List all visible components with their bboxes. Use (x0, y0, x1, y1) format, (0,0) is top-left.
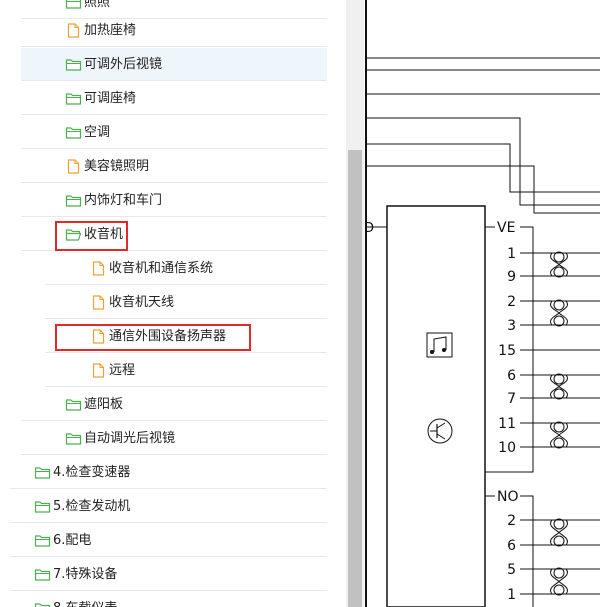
tree-item-label: 内饰灯和车门 (84, 192, 163, 208)
folder-icon (65, 431, 82, 446)
folder-icon (34, 567, 51, 582)
pin-label: 1 (507, 587, 516, 603)
tree-item-adjustable-mirror[interactable]: 可调外后视镜 (21, 48, 327, 81)
tree-item-label: 收音机天线 (109, 294, 175, 310)
tree-item-auto-dim-mirror[interactable]: 自动调光后视镜 (21, 422, 327, 455)
twist-loop (553, 437, 565, 449)
tree-item-power-dist[interactable]: 6.配电 (10, 524, 327, 557)
pin-label: 1 (507, 246, 516, 262)
tree-panel: 照照加热座椅可调外后视镜可调座椅空调美容镜照明内饰灯和车门收音机收音机和通信系统… (10, 0, 327, 607)
twisted-pair-icon (550, 300, 568, 326)
tree-item-check-engine[interactable]: 5.检查发动机 (10, 490, 327, 523)
tree-item-label: 8.车载仪表 (53, 601, 117, 607)
twist-loop (553, 266, 565, 278)
pin-label: 5 (507, 562, 516, 578)
twisted-pair-icon (550, 519, 568, 546)
transistor-icon (427, 418, 453, 444)
document-icon (90, 294, 107, 310)
twisted-pair-icon (550, 422, 568, 448)
connector-label-bottom: NO (497, 489, 519, 505)
tree-item-label: 可调外后视镜 (84, 56, 163, 72)
folder-icon (65, 57, 82, 72)
folder-icon (65, 0, 82, 10)
pin-label: 6 (507, 368, 516, 384)
pin-label: 2 (507, 513, 516, 529)
tree-item-label: 收音机 (84, 226, 124, 242)
tree-item-label: 美容镜照明 (84, 158, 150, 174)
tree-item-vanity-light[interactable]: 美容镜照明 (21, 150, 327, 183)
tree-item-label: 照照 (84, 0, 111, 10)
twisted-pair-icon (550, 374, 568, 399)
pin-label: 11 (498, 416, 516, 432)
document-icon (90, 328, 107, 344)
twist-loop (553, 315, 565, 327)
folder-icon (34, 465, 51, 480)
wiring-diagram-svg: VE NO D 1 9 2 3 15 6 7 11 10 2 6 5 1 (364, 0, 600, 607)
tree-scrollbar[interactable] (346, 0, 364, 607)
tree-item-heated-seat[interactable]: 加热座椅 (21, 14, 327, 47)
folder-open-icon (65, 227, 82, 242)
speaker-music-icon (426, 332, 453, 358)
twist-loop (553, 584, 565, 596)
tree-item-label: 远程 (109, 362, 136, 378)
tree-item-check-transmission[interactable]: 4.检查变速器 (10, 456, 327, 489)
folder-icon (65, 193, 82, 208)
tree-item-ac[interactable]: 空调 (21, 116, 327, 149)
tree-item-onboard[interactable]: 8.车载仪表 (10, 592, 327, 607)
tree-item-label: 6.配电 (53, 532, 92, 548)
tree-item-label: 空调 (84, 124, 111, 140)
pin-label: 9 (507, 269, 516, 285)
folder-icon (65, 397, 82, 412)
tree-item-interior-light[interactable]: 内饰灯和车门 (21, 184, 327, 217)
tree-item-comm-speaker[interactable]: 通信外围设备扬声器 (45, 320, 327, 353)
pin-label: 2 (507, 294, 516, 310)
tree-item-label: 自动调光后视镜 (84, 430, 176, 446)
tree-item-label: 收音机和通信系统 (109, 260, 214, 276)
tree-item-label: 遮阳板 (84, 396, 124, 412)
twist-loop (553, 388, 565, 400)
tree-item-label: 通信外围设备扬声器 (109, 328, 227, 344)
tree-item-special-equip[interactable]: 7.特殊设备 (10, 558, 327, 591)
twist-loop (553, 251, 565, 263)
pin-label: 15 (498, 343, 516, 359)
twist-loop (553, 567, 565, 579)
wiring-diagram: VE NO D 1 9 2 3 15 6 7 11 10 2 6 5 1 (364, 0, 600, 607)
scroll-thumb[interactable] (348, 150, 362, 607)
folder-icon (65, 91, 82, 106)
tree-item-label: 可调座椅 (84, 90, 137, 106)
document-icon (65, 22, 82, 38)
pin-label: 7 (507, 391, 516, 407)
connector-label-top: VE (497, 220, 515, 236)
twist-loop (553, 518, 565, 530)
twist-loop (553, 535, 565, 547)
document-icon (90, 260, 107, 276)
twisted-pair-icon (550, 568, 568, 595)
left-marker: D (364, 221, 374, 236)
folder-icon (34, 533, 51, 548)
folder-icon (34, 601, 51, 607)
tree-item-radio-comm[interactable]: 收音机和通信系统 (45, 252, 327, 285)
twist-loop (553, 421, 565, 433)
twist-loop (553, 373, 565, 385)
pin-group: 1 9 2 3 15 6 7 11 10 2 6 5 1 (498, 246, 600, 603)
tree-item-top-partial[interactable]: 照照 (21, 0, 327, 19)
tree-item-radio[interactable]: 收音机 (21, 218, 327, 251)
tree-item-label: 7.特殊设备 (53, 566, 118, 582)
tree-item-adjustable-seat[interactable]: 可调座椅 (21, 82, 327, 115)
tree-item-label: 加热座椅 (84, 22, 137, 38)
tree-item-label: 5.检查发动机 (53, 498, 131, 514)
tree-item-remote[interactable]: 远程 (45, 354, 327, 387)
document-icon (90, 362, 107, 378)
pin-label: 6 (507, 538, 516, 554)
folder-icon (34, 499, 51, 514)
tree-item-sunvisor[interactable]: 遮阳板 (21, 388, 327, 421)
twisted-pair-icon (550, 252, 568, 277)
tree-item-radio-antenna[interactable]: 收音机天线 (45, 286, 327, 319)
pin-label: 3 (507, 318, 516, 334)
document-icon (65, 158, 82, 174)
tree-item-label: 4.检查变速器 (53, 464, 131, 480)
twist-loop (553, 299, 565, 311)
pin-label: 10 (498, 440, 516, 456)
folder-icon (65, 125, 82, 140)
